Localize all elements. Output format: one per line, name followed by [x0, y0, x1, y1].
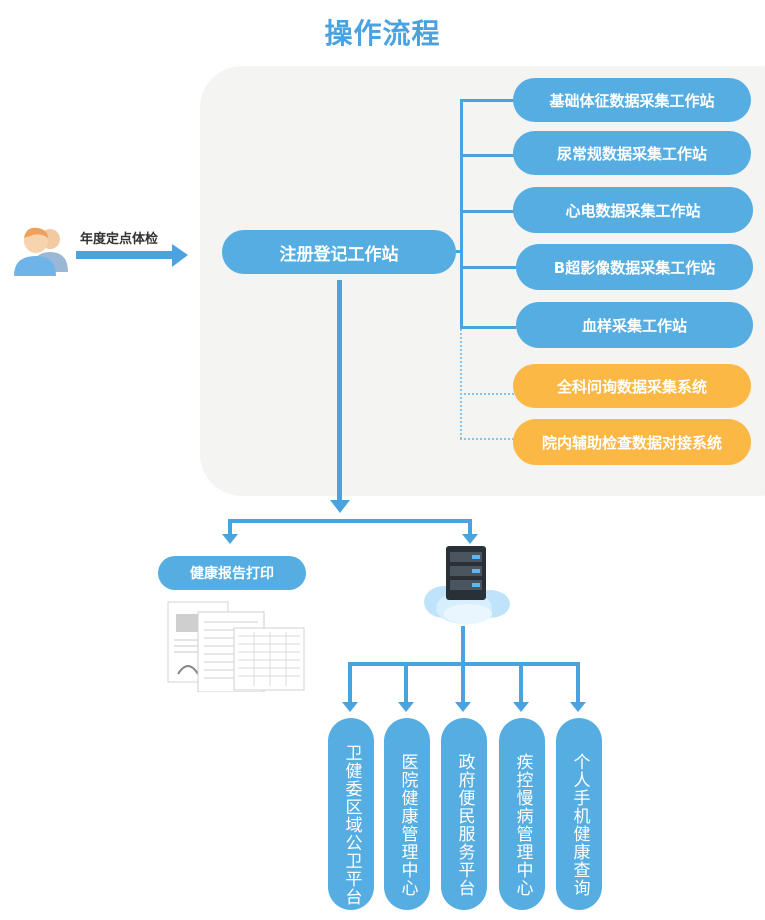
connector [228, 519, 232, 537]
connector [337, 280, 342, 504]
connector [460, 154, 514, 157]
connector [404, 662, 408, 704]
station-vitals: 基础体征数据采集工作站 [513, 78, 751, 122]
connector [348, 662, 352, 704]
platform-cdc-chronic: 疾控慢病管理中心 [499, 718, 545, 910]
connector-dotted [460, 438, 514, 440]
station-hospital-integration: 院内辅助检查数据对接系统 [513, 419, 751, 465]
connector [576, 662, 580, 704]
entry-label: 年度定点体检 [80, 232, 159, 247]
arrow-head [455, 702, 471, 712]
arrow-head [570, 702, 586, 712]
connector [456, 250, 462, 253]
registration-station: 注册登记工作站 [222, 230, 456, 274]
arrow-head [398, 702, 414, 712]
connector [460, 99, 514, 102]
platform-label: 卫健委区域公卫平台 [341, 744, 362, 906]
platform-government-service: 政府便民服务平台 [441, 718, 487, 910]
arrow-head [513, 702, 529, 712]
platform-label: 医院健康管理中心 [397, 753, 418, 897]
connector-trunk [460, 99, 463, 329]
arrow-head [342, 702, 358, 712]
cloud-server-icon [424, 546, 510, 624]
connector [468, 519, 472, 537]
station-ecg: 心电数据采集工作站 [513, 187, 753, 233]
station-ultrasound: B超影像数据采集工作站 [516, 244, 753, 290]
platform-hospital-health: 医院健康管理中心 [384, 718, 430, 910]
connector-dotted [460, 393, 514, 395]
platform-label: 疾控慢病管理中心 [512, 753, 533, 897]
connector [461, 662, 465, 704]
connector-dotted [460, 329, 462, 439]
connector [461, 626, 465, 666]
connector [460, 266, 516, 269]
platform-label: 政府便民服务平台 [454, 753, 475, 897]
report-print: 健康报告打印 [158, 556, 306, 590]
station-blood: 血样采集工作站 [516, 302, 753, 348]
connector [460, 326, 516, 329]
connector [460, 210, 514, 213]
station-general-inquiry: 全科问询数据采集系统 [513, 364, 751, 408]
platform-personal-mobile: 个人手机健康查询 [556, 718, 602, 910]
station-urine: 尿常规数据采集工作站 [513, 131, 751, 175]
people-icon [14, 227, 68, 276]
entry-arrow [76, 244, 188, 267]
platform-health-commission: 卫健委区域公卫平台 [328, 718, 374, 910]
platform-label: 个人手机健康查询 [569, 753, 590, 897]
arrow-head [222, 534, 238, 544]
diagram-title: 操作流程 [324, 17, 441, 50]
connector [519, 662, 523, 704]
arrow-head [462, 534, 478, 544]
connector [228, 519, 472, 523]
arrow-head [330, 500, 350, 513]
report-document-image [167, 601, 305, 692]
